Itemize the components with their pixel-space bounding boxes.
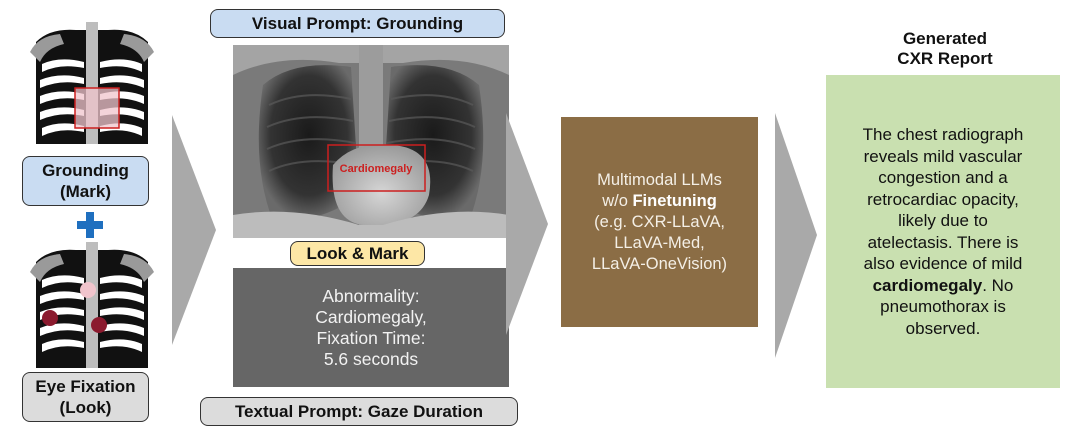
grounding-mark-label: Grounding (Mark) — [22, 156, 149, 206]
llm-line-3: (e.g. CXR-LLaVA, — [594, 212, 725, 231]
llm-line-2-prefix: w/o — [602, 191, 633, 210]
llm-line-4: LLaVA-Med, — [614, 233, 705, 252]
report-line-8: cardiomegaly. No — [873, 275, 1014, 297]
llm-line-2: w/o Finetuning — [602, 191, 717, 212]
report-line-5: likely due to — [898, 211, 988, 230]
report-line-10: observed. — [905, 318, 981, 338]
eye-fixation-look-label: Eye Fixation (Look) — [22, 372, 149, 422]
visual-prompt-text: Visual Prompt: Grounding — [251, 14, 464, 33]
report-title-line2: CXR Report — [897, 49, 993, 68]
textual-prompt-text: Textual Prompt: Gaze Duration — [234, 402, 484, 421]
chest-xray-image: Cardiomegaly — [233, 45, 509, 238]
plus-icon — [77, 212, 103, 238]
multimodal-llm-box: Multimodal LLMs w/o Finetuning (e.g. CXR… — [561, 117, 758, 327]
eye-fixation-label-line1: Eye Fixation — [35, 377, 136, 396]
arrow-1 — [172, 115, 216, 345]
gaze-line-2: Cardiomegaly, — [315, 306, 427, 327]
report-line-1: The chest radiograph — [862, 125, 1024, 144]
llm-line-1: Multimodal LLMs — [597, 170, 722, 189]
textual-prompt-label: Textual Prompt: Gaze Duration — [200, 397, 518, 426]
generated-report-title: Generated CXR Report — [870, 29, 1020, 69]
arrow-3 — [775, 113, 817, 358]
report-line-7: also evidence of mild — [863, 254, 1023, 273]
grounding-label-line2: (Mark) — [59, 182, 111, 201]
gaze-line-4: 5.6 seconds — [323, 348, 419, 369]
grounding-label-line1: Grounding — [42, 161, 129, 180]
eye-fixation-label-line2: (Look) — [59, 398, 112, 417]
arrow-2 — [506, 113, 548, 335]
gaze-line-3: Fixation Time: — [316, 327, 426, 348]
llm-finetuning-bold: Finetuning — [632, 191, 717, 210]
gaze-line-1: Abnormality: — [322, 285, 420, 306]
look-and-mark-text: Look & Mark — [306, 244, 409, 263]
chest-fixation-icon — [30, 242, 154, 368]
report-cardiomegaly-bold: cardiomegaly — [872, 275, 983, 295]
report-title-line1: Generated — [902, 29, 988, 48]
visual-prompt-label: Visual Prompt: Grounding — [210, 9, 505, 38]
xray-annotation-cardiomegaly: Cardiomegaly — [340, 163, 414, 175]
report-line-3: congestion and a — [878, 168, 1008, 187]
report-line-6: atelectasis. There is — [867, 232, 1019, 252]
generated-cxr-report-box: The chest radiograph reveals mild vascul… — [826, 75, 1060, 388]
report-line-9: pneumothorax is — [880, 297, 1006, 316]
gaze-duration-prompt-box: Abnormality: Cardiomegaly, Fixation Time… — [233, 268, 509, 387]
report-line-8-rest: . No — [982, 275, 1014, 295]
llm-line-5: LLaVA-OneVision) — [591, 254, 728, 273]
report-line-2: reveals mild vascular — [863, 146, 1023, 166]
chest-grounding-icon — [30, 22, 154, 157]
report-line-4: retrocardiac opacity, — [867, 189, 1019, 209]
look-and-mark-label: Look & Mark — [290, 241, 425, 266]
